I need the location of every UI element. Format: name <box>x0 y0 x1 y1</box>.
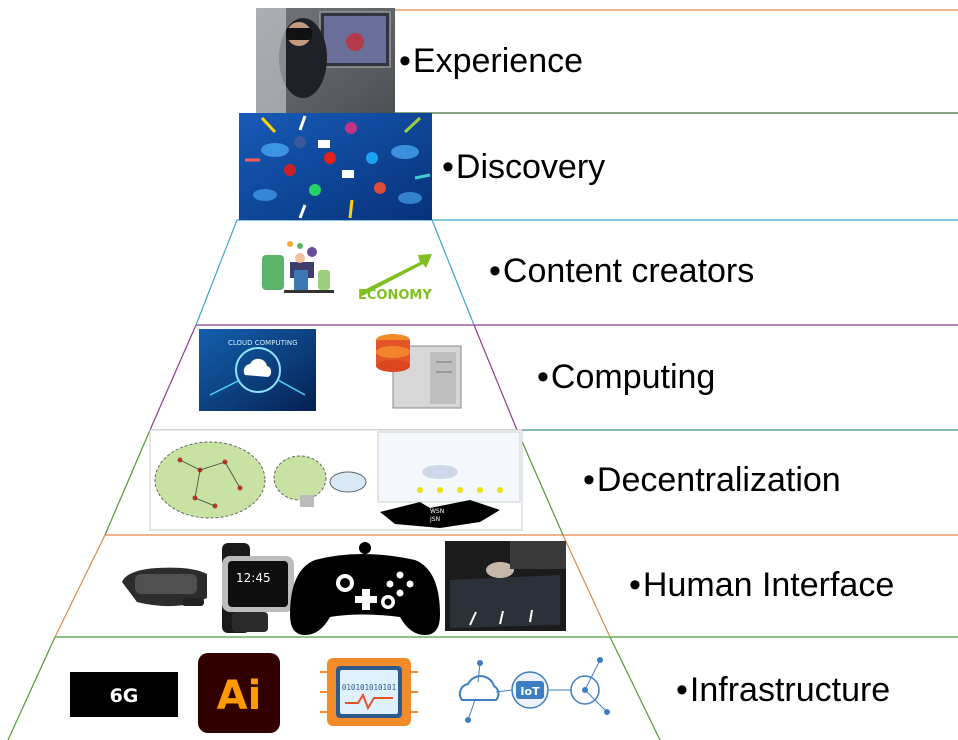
wsn-label: WSN <box>430 508 444 515</box>
touch-table-photo <box>445 541 566 631</box>
pyr-right-content <box>431 219 475 326</box>
bullet: • <box>537 358 549 396</box>
iot-network-icon: IoT <box>458 657 610 723</box>
ai-label: Ai <box>217 673 262 719</box>
sixg-label: 6G <box>110 685 139 707</box>
label-experience: •Experience <box>399 42 584 80</box>
bullet: • <box>399 42 411 80</box>
bullet: • <box>442 148 454 186</box>
pyr-right-human <box>562 534 611 638</box>
game-controller-icon <box>290 542 440 635</box>
social-network-graphic <box>239 113 432 220</box>
iot-label: IoT <box>520 685 540 698</box>
label-discovery: •Discovery <box>442 148 606 186</box>
label-human-interface: •Human Interface <box>629 566 895 604</box>
label-content-creators: •Content creators <box>489 252 755 290</box>
processor-chip-icon: 010101010101 <box>320 658 418 726</box>
decentralized-network-diagram: WSN JSN <box>149 429 523 531</box>
economy-growth-icon: ECONOMY <box>358 254 432 303</box>
pyr-left-content <box>195 219 238 326</box>
chip-binary: 010101010101 <box>342 683 396 692</box>
cloud-computing-graphic: CLOUD COMPUTING <box>199 329 316 411</box>
bullet: • <box>489 252 501 290</box>
content-creator-illustration <box>262 241 334 293</box>
bullet: • <box>583 461 595 499</box>
database-server-icon <box>376 334 462 409</box>
watch-time: 12:45 <box>236 571 271 585</box>
label-decentralization: •Decentralization <box>583 461 841 499</box>
label-computing: •Computing <box>537 358 716 396</box>
pyr-right-decentral <box>516 429 564 536</box>
pyr-left-infra <box>7 636 56 740</box>
smartwatch-icon: 12:45 <box>222 543 294 633</box>
economy-label: ECONOMY <box>358 288 432 303</box>
ai-logo: Ai <box>198 653 280 733</box>
6g-badge: 6G <box>70 672 178 717</box>
label-infrastructure: •Infrastructure <box>676 671 891 709</box>
vr-user-photo <box>256 8 395 114</box>
pyr-left-human <box>54 534 106 638</box>
cloud-computing-label: CLOUD COMPUTING <box>228 339 298 347</box>
bullet: • <box>676 671 688 709</box>
pyr-right-infra <box>609 636 661 740</box>
pyr-left-decentral <box>104 429 151 536</box>
jsn-label: JSN <box>429 516 440 523</box>
pyr-left-computing <box>149 324 197 431</box>
pyr-right-computing <box>473 324 518 431</box>
vr-headset-icon <box>122 567 207 607</box>
bullet: • <box>629 566 641 604</box>
